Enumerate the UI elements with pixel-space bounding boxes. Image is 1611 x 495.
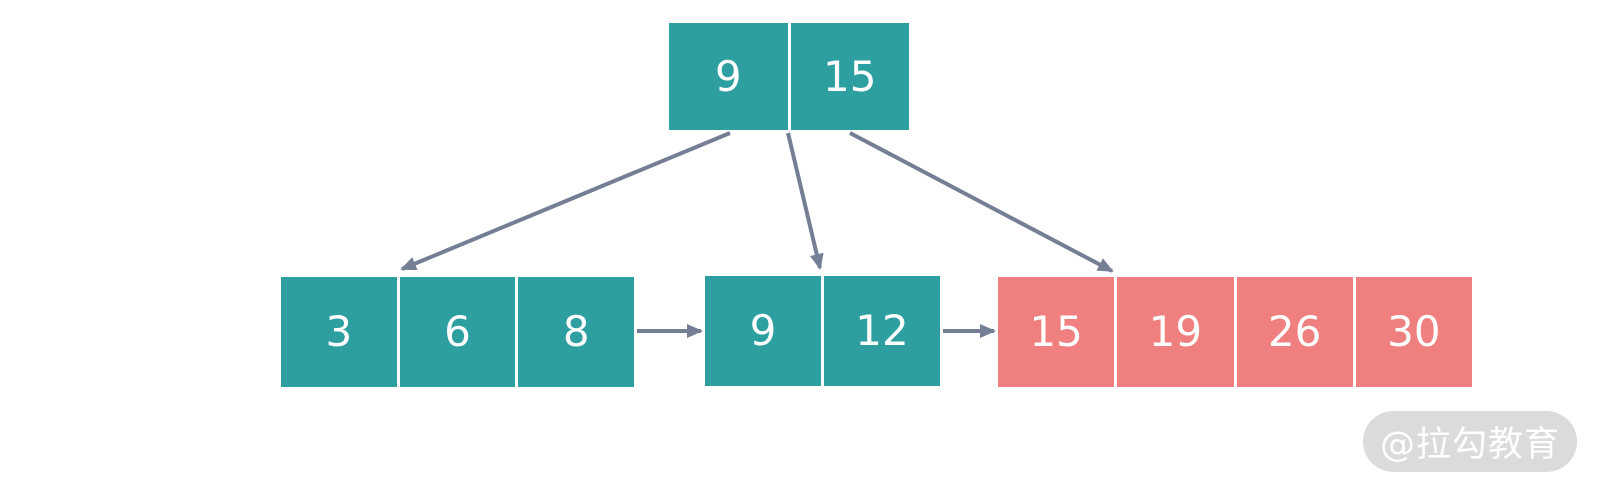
watermark-badge: @拉勾教育 xyxy=(1363,411,1577,472)
leaf-key-cell: 26 xyxy=(1236,277,1353,387)
root-key-cell: 15 xyxy=(790,23,909,130)
leaf-key-cell: 15 xyxy=(998,277,1115,387)
leaf-node-3-highlighted: 15 19 26 30 xyxy=(998,277,1472,387)
leaf-key-cell: 8 xyxy=(518,277,635,387)
leaf-key-cell: 6 xyxy=(399,277,516,387)
edge-root-to-right-leaf xyxy=(849,131,1114,273)
leaf-key-cell: 19 xyxy=(1117,277,1234,387)
edge-root-to-left-leaf xyxy=(400,131,731,271)
leaf-key-cell: 12 xyxy=(824,276,940,386)
leaf-node-2: 9 12 xyxy=(705,276,940,386)
leaf-key-cell: 9 xyxy=(705,276,821,386)
leaf-key-cell: 30 xyxy=(1355,277,1472,387)
leaf-node-1: 3 6 8 xyxy=(281,277,635,387)
leaf-key-cell: 3 xyxy=(281,277,397,387)
edge-root-to-middle-leaf xyxy=(786,132,824,270)
root-key-cell: 9 xyxy=(669,23,788,130)
root-node: 9 15 xyxy=(669,23,909,130)
watermark-label: @拉勾教育 xyxy=(1379,425,1560,465)
